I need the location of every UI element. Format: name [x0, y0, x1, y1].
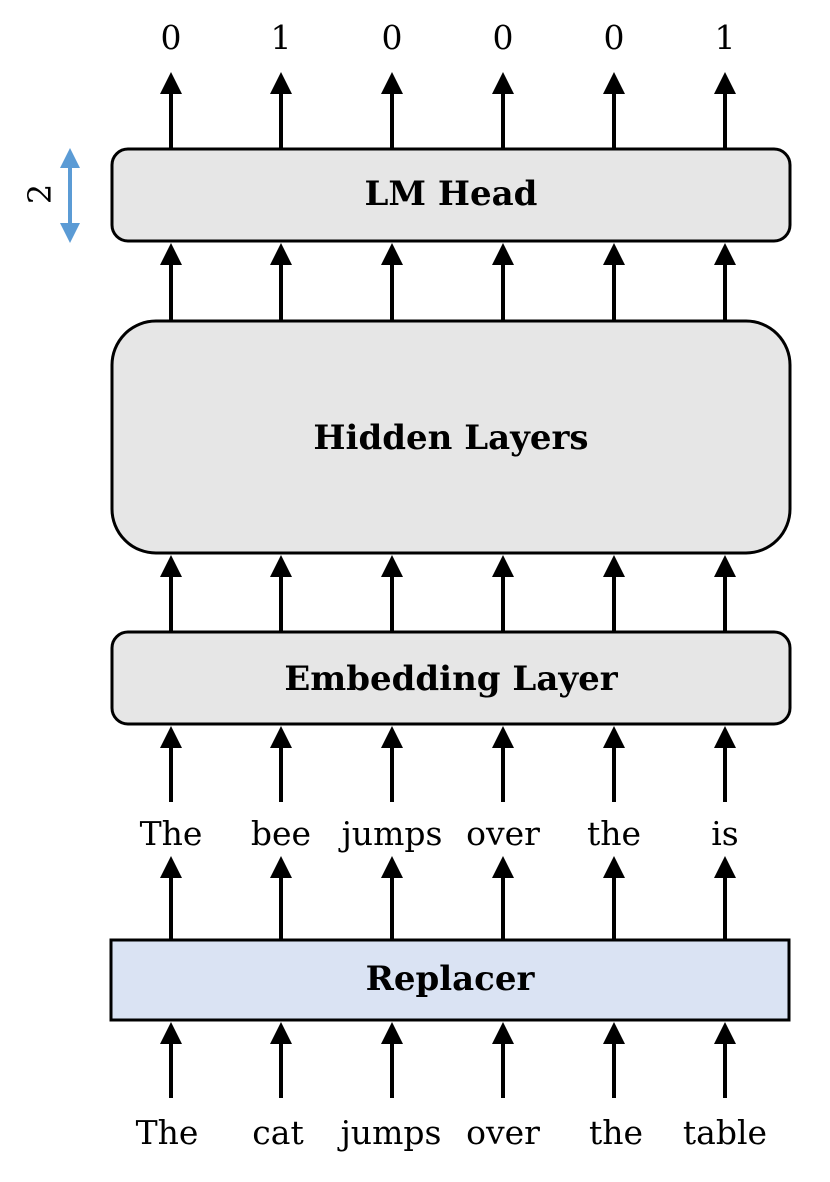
replaced-token: The: [140, 814, 203, 853]
embedding-to-hidden-arrow: [270, 555, 292, 632]
embedding-to-hidden-arrow: [603, 555, 625, 632]
input-token: jumps: [337, 1113, 442, 1152]
head-to-output-arrow: [160, 72, 182, 149]
input-token: The: [136, 1113, 199, 1152]
output-label: 0: [161, 18, 182, 57]
head-to-output-arrow: [714, 72, 736, 149]
hidden-layers-label: Hidden Layers: [313, 418, 588, 458]
input-to-replacer-arrow: [160, 1022, 182, 1098]
input-token: the: [589, 1113, 643, 1152]
output-labels: 0 1 0 0 0 1: [161, 18, 736, 57]
token-to-embedding-arrow: [714, 726, 736, 802]
input-token: cat: [252, 1113, 303, 1152]
input-to-replacer-arrow: [603, 1022, 625, 1098]
replaced-tokens: The bee jumps over the is: [140, 814, 739, 853]
input-to-replacer-arrow: [270, 1022, 292, 1098]
input-to-replacer-arrow: [714, 1022, 736, 1098]
input-to-replacer-arrow: [381, 1022, 403, 1098]
dimension-label: 2: [21, 184, 59, 204]
token-to-embedding-arrow: [160, 726, 182, 802]
output-label: 0: [382, 18, 403, 57]
replaced-token: over: [466, 814, 540, 853]
embedding-layer-label: Embedding Layer: [284, 659, 618, 699]
dimension-indicator: 2: [21, 148, 80, 243]
embedding-to-hidden-arrow: [492, 555, 514, 632]
hidden-to-head-arrow: [714, 243, 736, 321]
flow-arrows: [160, 72, 736, 1098]
dimension-arrow-up-head: [60, 148, 80, 168]
input-token: over: [466, 1113, 540, 1152]
replacer-to-token-arrow: [603, 856, 625, 940]
input-to-replacer-arrow: [492, 1022, 514, 1098]
hidden-to-head-arrow: [270, 243, 292, 321]
head-to-output-arrow: [603, 72, 625, 149]
replacer-to-token-arrow: [492, 856, 514, 940]
head-to-output-arrow: [492, 72, 514, 149]
replaced-token: is: [711, 814, 739, 853]
embedding-to-hidden-arrow: [381, 555, 403, 632]
replaced-token: bee: [251, 814, 311, 853]
replacer-to-token-arrow: [714, 856, 736, 940]
replaced-token: the: [587, 814, 641, 853]
embedding-layer-box: [110, 630, 792, 726]
lm-head-label: LM Head: [365, 174, 538, 214]
input-token: table: [683, 1113, 767, 1152]
replacer-to-token-arrow: [160, 856, 182, 940]
replacer-to-token-arrow: [270, 856, 292, 940]
hidden-to-head-arrow: [603, 243, 625, 321]
token-to-embedding-arrow: [603, 726, 625, 802]
hidden-layers-box: [110, 319, 792, 555]
head-to-output-arrow: [270, 72, 292, 149]
embedding-to-hidden-arrow: [714, 555, 736, 632]
head-to-output-arrow: [381, 72, 403, 149]
lm-head-box: [110, 147, 792, 243]
hidden-to-head-arrow: [381, 243, 403, 321]
token-to-embedding-arrow: [381, 726, 403, 802]
hidden-to-head-arrow: [492, 243, 514, 321]
output-label: 1: [271, 18, 292, 57]
replacer-to-token-arrow: [381, 856, 403, 940]
hidden-to-head-arrow: [160, 243, 182, 321]
replacer-box: [109, 938, 791, 1022]
input-tokens: The cat jumps over the table: [136, 1113, 767, 1152]
replaced-token: jumps: [338, 814, 443, 853]
output-label: 0: [493, 18, 514, 57]
token-to-embedding-arrow: [492, 726, 514, 802]
token-to-embedding-arrow: [270, 726, 292, 802]
embedding-to-hidden-arrow: [160, 555, 182, 632]
dimension-arrow-down-head: [60, 223, 80, 243]
replacer-label: Replacer: [366, 959, 536, 999]
output-label: 1: [715, 18, 736, 57]
output-label: 0: [604, 18, 625, 57]
